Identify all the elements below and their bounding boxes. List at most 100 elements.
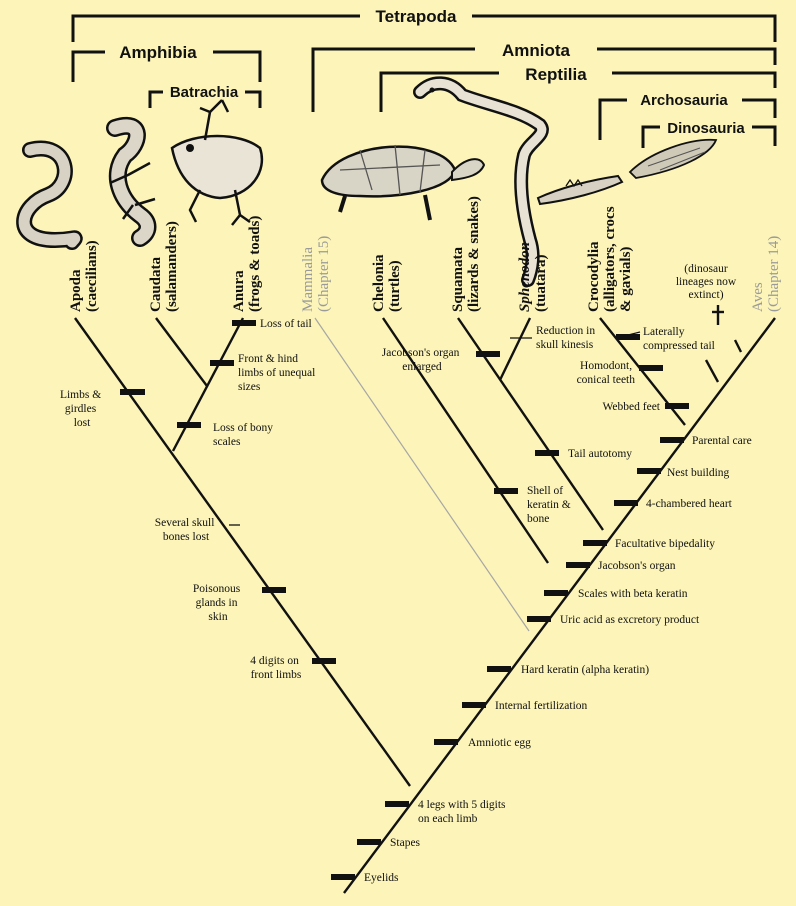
trait-limbs-girdles-lost-2: girdles: [65, 403, 97, 415]
trait-limbs-girdles-lost: Limbs & girdles lost: [60, 389, 104, 429]
extinct-note: (dinosaur lineages now extinct): [676, 263, 737, 301]
trait-skull-kinesis: Reduction in skull kinesis: [536, 325, 598, 351]
trait-labels: Loss of tail Front & hind limbs of unequ…: [60, 318, 752, 884]
taxon-chelonia-name: Chelonia: [371, 254, 387, 312]
trait-limbs-girdles-lost-1: Limbs &: [60, 389, 101, 401]
trait-four-digits: 4 digits on front limbs: [250, 655, 302, 681]
trait-tail-autotomy: Tail autotomy: [568, 448, 632, 460]
trait-jacobsons-organ: Jacobson's organ: [598, 560, 676, 572]
trait-webbed-feet-1: Webbed feet: [603, 401, 661, 413]
label-archosauria: Archosauria: [640, 92, 728, 109]
taxon-aves-name: Aves: [750, 282, 766, 312]
branch-anura: [171, 317, 245, 452]
taxon-sphenodon: Sphenodon (tuatara): [517, 242, 549, 312]
trait-alpha-keratin: Hard keratin (alpha keratin): [521, 664, 649, 676]
taxon-squamata-name: Squamata: [450, 246, 466, 312]
trait-four-chambered-1: 4-chambered heart: [646, 498, 733, 510]
taxon-apoda-name: Apoda: [68, 269, 84, 312]
trait-stapes: Stapes: [390, 837, 421, 849]
trait-alpha-keratin-1: Hard keratin (alpha keratin): [521, 664, 649, 676]
trait-limbs-girdles-lost-3: lost: [74, 417, 91, 429]
trait-uric-acid-1: Uric acid as excretory product: [560, 614, 700, 626]
trait-four-chambered: 4-chambered heart: [646, 498, 733, 510]
trait-internal-fertilization: Internal fertilization: [495, 700, 588, 712]
label-reptilia: Reptilia: [525, 65, 587, 84]
bracket-tetrapoda: Tetrapoda: [71, 7, 777, 42]
trait-beta-keratin-1: Scales with beta keratin: [578, 588, 688, 600]
label-batrachia: Batrachia: [170, 84, 239, 101]
label-amniota: Amniota: [502, 41, 571, 60]
taxon-mammalia-name: Mammalia: [300, 247, 316, 312]
trait-facultative-bipedality-1: Facultative bipedality: [615, 538, 715, 550]
taxon-anura: Anura (frogs & toads): [231, 216, 263, 312]
trait-jacobsons-organ-1: Jacobson's organ: [598, 560, 676, 572]
taxon-apoda: Apoda (caecilians): [68, 240, 100, 312]
extinct-note-line-2: lineages now: [676, 276, 737, 288]
caecilian-illustration: [16, 140, 83, 250]
taxon-apoda-common: (caecilians): [84, 240, 100, 312]
bracket-amphibia: Amphibia: [71, 43, 262, 82]
trait-loss-bony-scales: Loss of bony scales: [213, 422, 276, 448]
taxon-anura-name: Anura: [231, 270, 247, 312]
extinct-note-line-1: (dinosaur: [684, 263, 728, 275]
taxon-crocodylia-name: Crocodylia: [586, 241, 602, 312]
taxon-squamata: Squamata (lizards & snakes): [450, 196, 482, 312]
trait-poisonous-glands: Poisonous glands in skin: [193, 583, 243, 623]
bracket-archosauria: Archosauria: [598, 92, 777, 140]
trait-loss-of-tail: Loss of tail: [260, 318, 312, 330]
trait-skull-bones-lost-2: bones lost: [163, 531, 210, 543]
branch-dinosaur-extinct: [704, 359, 720, 383]
frog-illustration: [170, 99, 264, 226]
trait-nest-building: Nest building: [667, 467, 730, 479]
branch-mammalia: [314, 317, 530, 632]
taxon-crocodylia-common: (alligators, crocs: [602, 206, 618, 312]
leader-laterally-compressed: [619, 331, 641, 338]
branch-dinosaur-extinct-2: [733, 339, 743, 353]
taxon-chelonia: Chelonia (turtles): [371, 254, 403, 312]
trait-parental-care: Parental care: [692, 435, 752, 447]
trait-jacobsons-enlarged-2: enlarged: [402, 361, 442, 373]
trait-skull-kinesis-1: Reduction in: [536, 325, 595, 337]
leader-lines: [619, 331, 641, 338]
trait-uric-acid: Uric acid as excretory product: [560, 614, 700, 626]
trait-tail-autotomy-1: Tail autotomy: [568, 448, 632, 460]
trait-four-digits-1: 4 digits on: [250, 655, 299, 667]
trait-poisonous-glands-1: Poisonous: [193, 583, 241, 595]
trait-parental-care-1: Parental care: [692, 435, 752, 447]
trait-shell-keratin-2: keratin &: [527, 499, 571, 511]
trait-amniotic-egg: Amniotic egg: [468, 737, 531, 749]
label-amphibia: Amphibia: [119, 43, 197, 62]
trait-eyelids-1: Eyelids: [364, 872, 399, 884]
trait-unequal-limbs-2: limbs of unequal: [238, 367, 315, 379]
lizard-illustration: [413, 76, 549, 287]
trait-shell-keratin: Shell of keratin & bone: [527, 485, 574, 525]
trait-stapes-1: Stapes: [390, 837, 421, 849]
trait-loss-bony-scales-2: scales: [213, 436, 241, 448]
trait-webbed-feet: Webbed feet: [603, 401, 661, 413]
trait-skull-bones-lost-1: Several skull: [155, 517, 215, 529]
trait-homodont: Homodont, conical teeth: [577, 360, 636, 386]
label-dinosauria: Dinosauria: [667, 120, 745, 137]
taxon-anura-common: (frogs & toads): [247, 216, 263, 312]
branch-apoda: [74, 317, 411, 787]
trait-unequal-limbs: Front & hind limbs of unequal sizes: [238, 353, 318, 393]
trait-laterally-compressed-2: compressed tail: [643, 340, 715, 352]
trait-four-legs: 4 legs with 5 digits on each limb: [418, 799, 508, 825]
taxon-mammalia-common: (Chapter 15): [316, 236, 332, 312]
trait-eyelids: Eyelids: [364, 872, 399, 884]
trait-jacobsons-enlarged-1: Jacobson's organ: [382, 347, 460, 359]
trait-four-digits-2: front limbs: [251, 669, 302, 681]
trait-loss-of-tail-1: Loss of tail: [260, 318, 312, 330]
trait-laterally-compressed: Laterally compressed tail: [643, 326, 715, 352]
bracket-batrachia: Batrachia: [148, 84, 262, 108]
bracket-amniota: Amniota: [311, 41, 777, 112]
salamander-illustration: [106, 116, 157, 247]
dinosaur-sketch-illustration: [628, 138, 718, 179]
trait-skull-kinesis-2: skull kinesis: [536, 339, 594, 351]
taxon-sphenodon-name: Sphenodon: [517, 242, 533, 312]
taxon-aves: Aves (Chapter 14): [750, 236, 782, 312]
bracket-reptilia: Reptilia: [379, 65, 777, 112]
trait-laterally-compressed-1: Laterally: [643, 326, 685, 338]
